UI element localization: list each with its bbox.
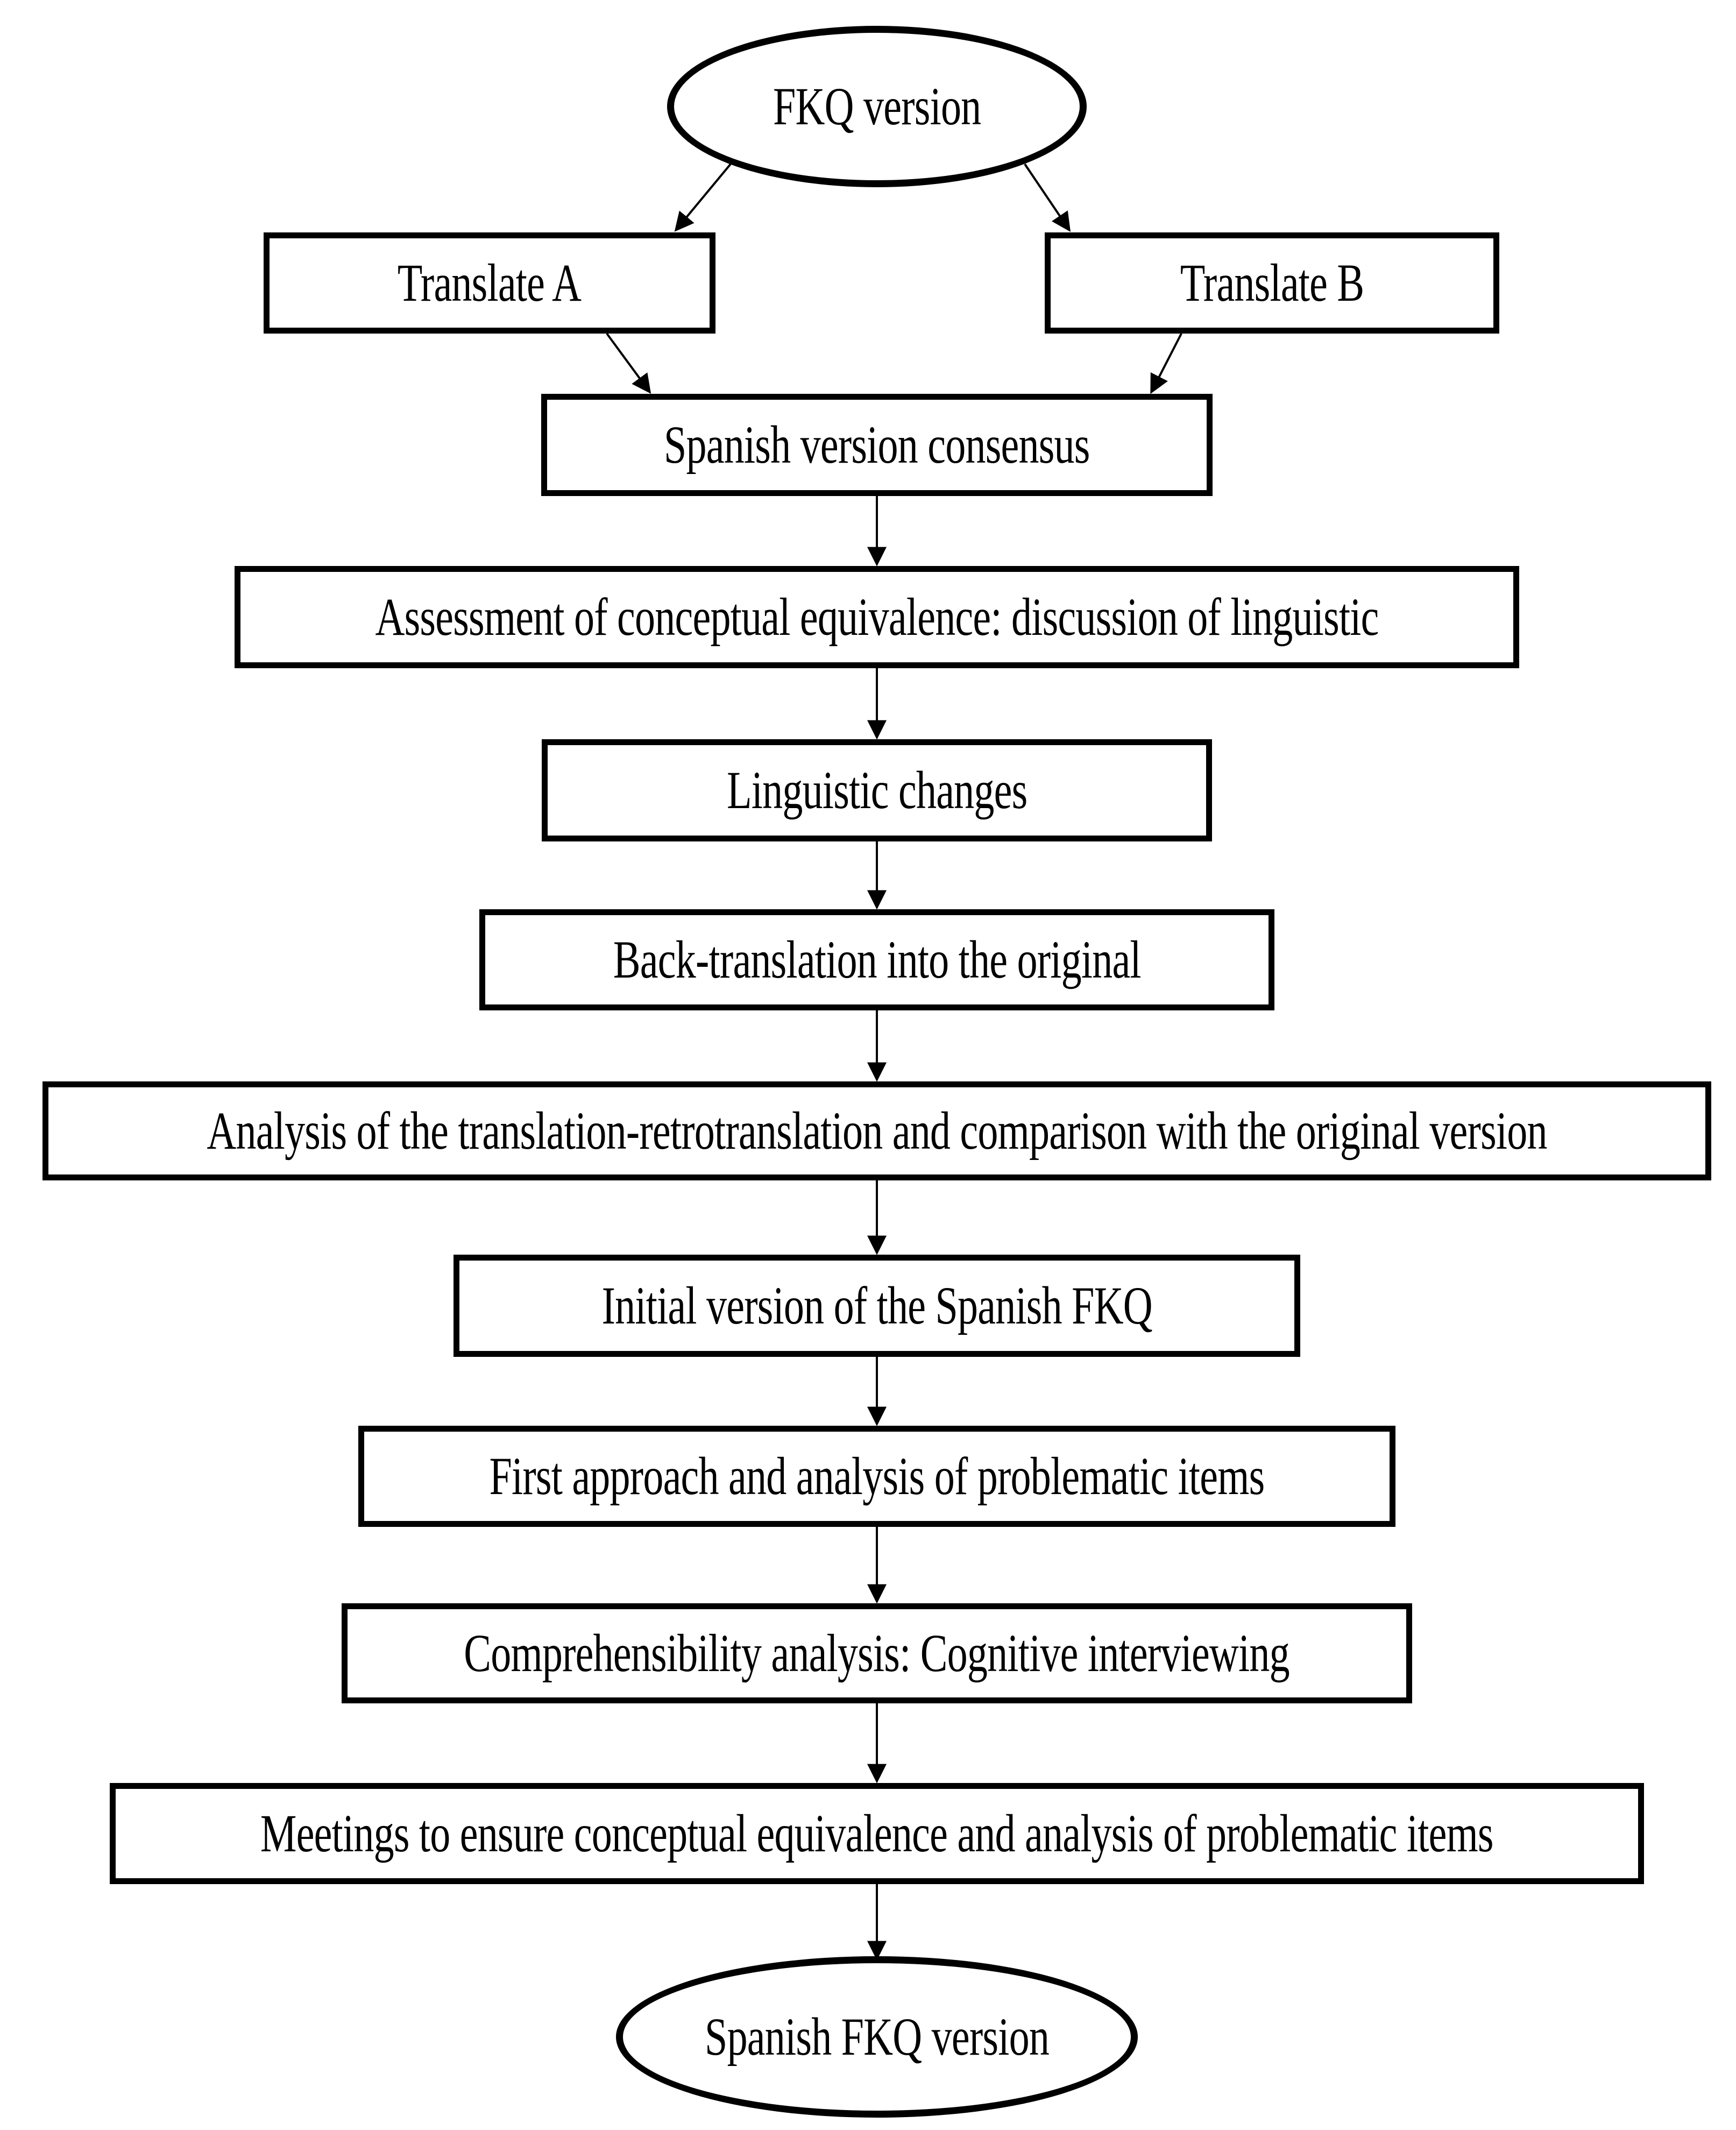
node-assessment: Assessment of conceptual equivalence: di… xyxy=(235,566,1519,668)
arrow-translate-b-to-consensus xyxy=(1150,333,1182,394)
node-linguistic-changes: Linguistic changes xyxy=(542,739,1212,841)
node-label: Meetings to ensure conceptual equivalenc… xyxy=(260,1803,1494,1863)
node-analysis-comparison: Analysis of the translation-retrotransla… xyxy=(42,1081,1711,1180)
node-label: Translate A xyxy=(398,253,582,313)
node-initial-version: Initial version of the Spanish FKQ xyxy=(454,1255,1300,1357)
node-label: Spanish version consensus xyxy=(664,415,1090,475)
node-label: Assessment of conceptual equivalence: di… xyxy=(375,587,1379,647)
node-label: Initial version of the Spanish FKQ xyxy=(601,1276,1152,1335)
node-translate-a: Translate A xyxy=(264,232,715,334)
node-spanish-version-consensus: Spanish version consensus xyxy=(541,394,1213,496)
arrow-translate-a-to-consensus xyxy=(606,332,651,394)
node-spanish-fkq-version: Spanish FKQ version xyxy=(616,1956,1138,2118)
node-label: Back-translation into the original xyxy=(613,930,1142,989)
arrow-fkq-to-translate-b xyxy=(1024,163,1071,232)
node-meetings: Meetings to ensure conceptual equivalenc… xyxy=(110,1783,1644,1884)
node-label: Spanish FKQ version xyxy=(704,2007,1050,2067)
node-label: Comprehensibility analysis: Cognitive in… xyxy=(464,1623,1290,1683)
node-back-translation: Back-translation into the original xyxy=(479,909,1274,1010)
arrow-fkq-to-translate-a xyxy=(674,163,732,232)
node-label: First approach and analysis of problemat… xyxy=(489,1446,1265,1506)
node-translate-b: Translate B xyxy=(1045,232,1499,334)
node-label: FKQ version xyxy=(773,76,981,136)
node-label: Translate B xyxy=(1180,253,1364,313)
node-label: Analysis of the translation-retrotransla… xyxy=(207,1101,1547,1160)
node-label: Linguistic changes xyxy=(726,760,1028,820)
node-first-approach: First approach and analysis of problemat… xyxy=(358,1426,1395,1527)
node-fkq-version: FKQ version xyxy=(667,26,1087,187)
node-comprehensibility: Comprehensibility analysis: Cognitive in… xyxy=(342,1603,1412,1703)
